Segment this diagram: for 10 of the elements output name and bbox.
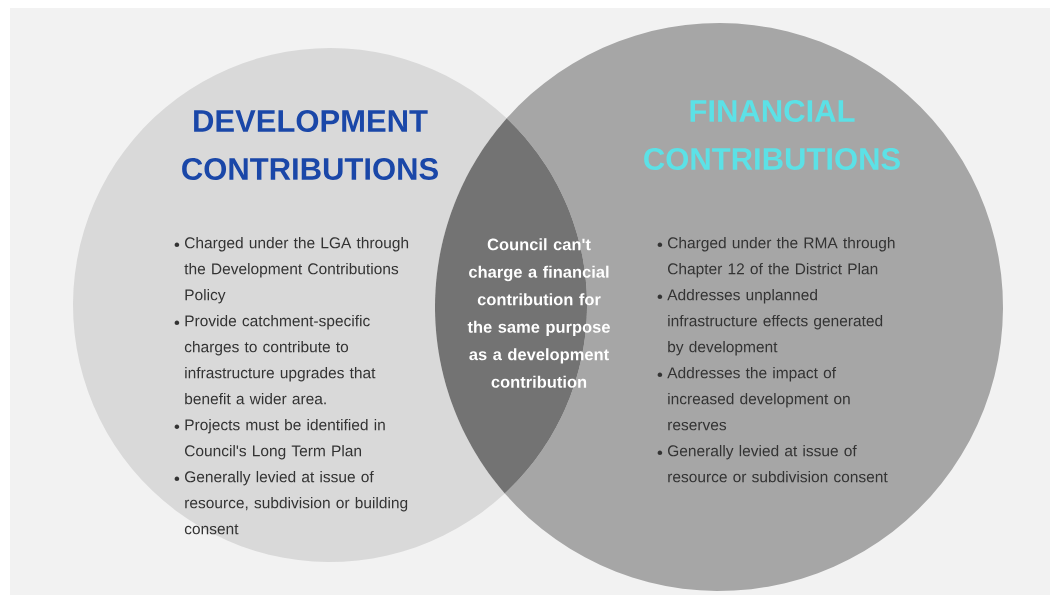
- bullet-text: Generally levied at issue of resource or subdivision consent: [657, 444, 888, 483]
- circle-heading: FINANCIAL CONTRIBUTIONS: [644, 100, 900, 170]
- bullet-text: Generally levied at issue of resource, subdivision or building consent: [174, 470, 408, 535]
- bullet-text: Provide catchment-specific charges to contribute to infrastructure upgrades that benefit a wider area.: [174, 314, 376, 405]
- circle-heading: DEVELOPMENT CONTRIBUTIONS: [182, 110, 438, 180]
- bullet-text: Addresses unplanned infrastructure effects generated by development: [657, 288, 883, 356]
- bullet-text: Projects must be identified in Council's Long Term Plan: [174, 418, 385, 460]
- bullet-text: Charged under the RMA through Chapter 12 of the District Plan: [657, 236, 895, 278]
- bullet-text: Charged under the LGA through the Development Contributions Policy: [174, 236, 409, 304]
- bullet-text: Addresses the impact of increased development on reserves: [657, 366, 850, 431]
